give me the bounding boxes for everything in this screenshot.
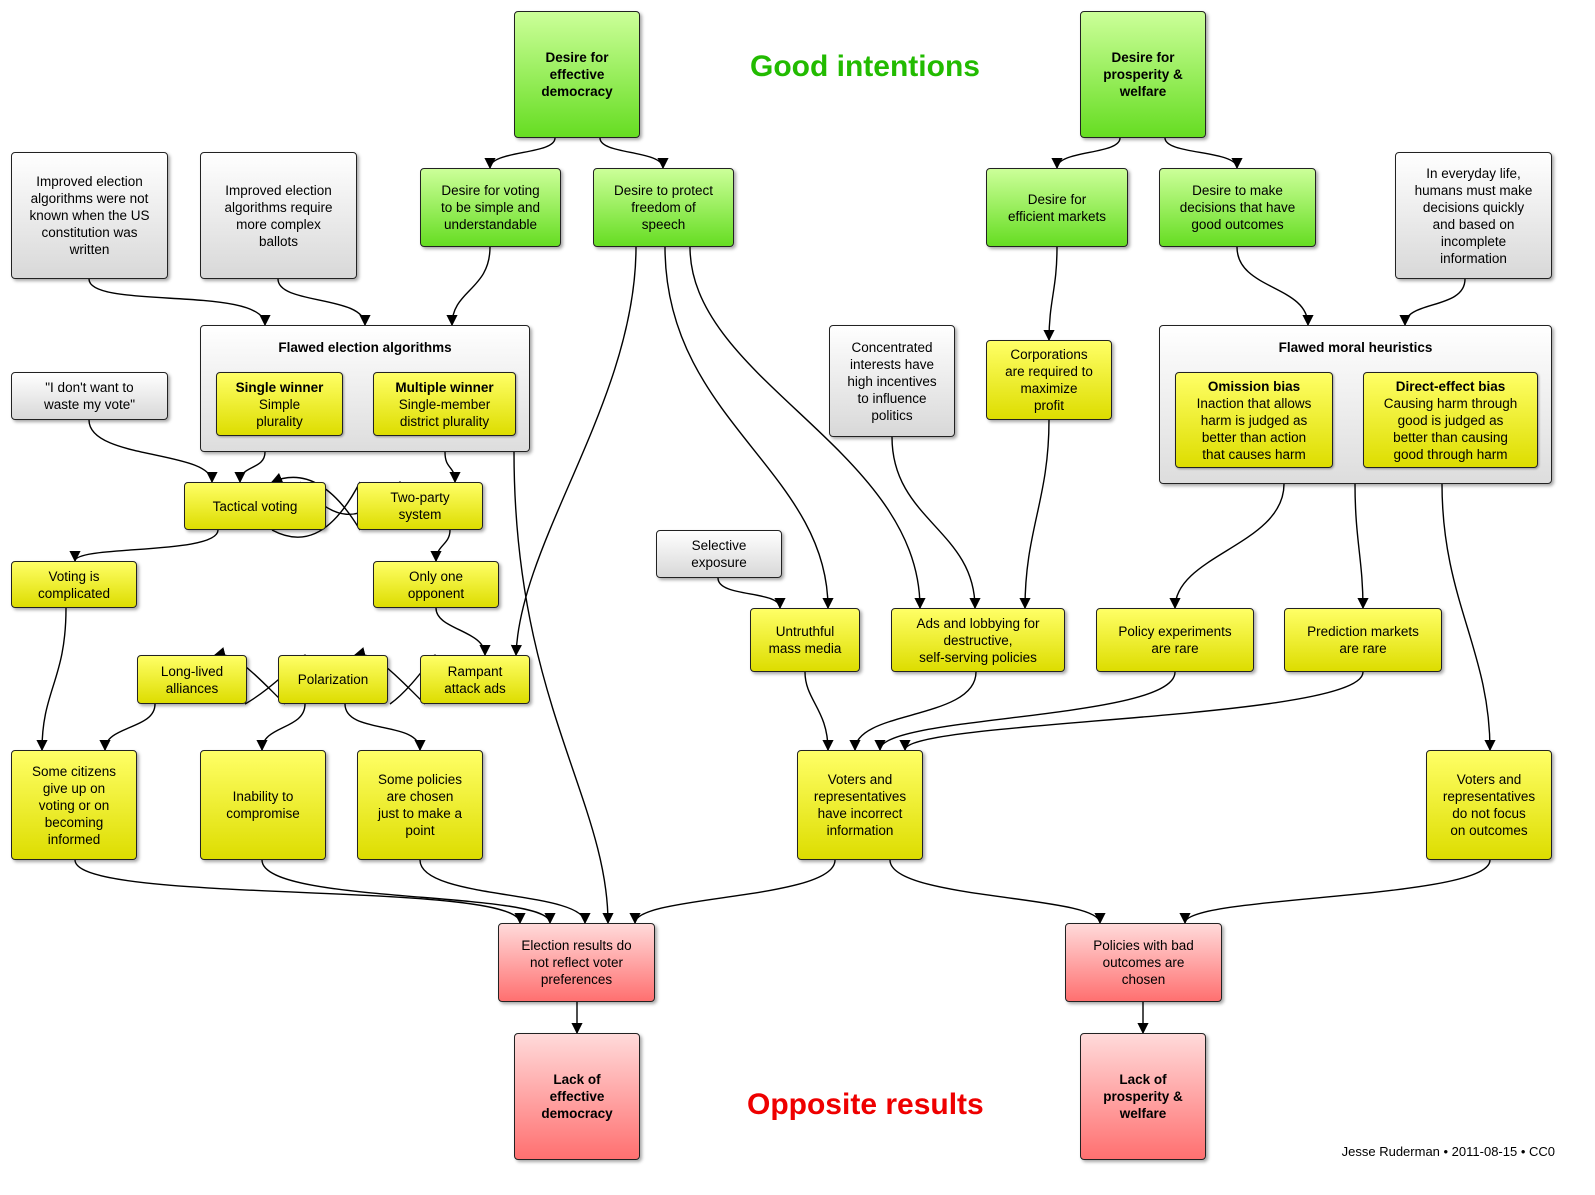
edge: [430, 529, 451, 563]
edge: [444, 451, 461, 484]
edge: [234, 451, 266, 484]
edge: [717, 577, 786, 610]
edge: [277, 278, 371, 327]
edge: [1236, 246, 1314, 327]
edge: [889, 859, 1106, 925]
sub-body: Single-member district plurality: [398, 396, 491, 429]
edge: [446, 246, 491, 327]
sub-heading: Multiple winner: [395, 379, 494, 395]
node-voting-complicated: Voting is complicated: [11, 561, 137, 608]
node-untruthful-mass-media: Untruthful mass media: [750, 608, 860, 672]
node-prediction-markets: Prediction markets are rare: [1284, 608, 1442, 672]
edge: [629, 859, 836, 925]
node-lack-democracy: Lack of effective democracy: [514, 1033, 640, 1160]
group-title: Flawed moral heuristics: [1278, 340, 1433, 355]
edge: [513, 451, 614, 925]
sub-heading: Omission bias: [1207, 378, 1301, 394]
node-concentrated-interests: Concentrated interests have high incenti…: [829, 325, 955, 437]
edge: [344, 703, 426, 752]
edge: [899, 671, 1364, 752]
edge: [664, 246, 834, 610]
node-desire-democracy: Desire for effective democracy: [514, 11, 640, 138]
edge: [88, 278, 271, 327]
sub-multiple-winner: Multiple winner Single-member district p…: [373, 372, 516, 436]
node-bad-policies: Policies with bad outcomes are chosen: [1065, 923, 1222, 1002]
node-voting-simple: Desire for voting to be simple and under…: [420, 168, 561, 247]
node-make-a-point: Some policies are chosen just to make a …: [357, 750, 483, 860]
credit-line: Jesse Ruderman • 2011-08-15 • CC0: [1341, 1144, 1555, 1159]
edge: [484, 137, 556, 170]
edge: [213, 647, 286, 705]
edge: [1051, 137, 1121, 170]
edge: [1164, 137, 1243, 170]
edge: [1354, 483, 1369, 610]
sub-heading: Single winner: [235, 379, 324, 395]
node-incorrect-information: Voters and representatives have incorrec…: [797, 750, 923, 860]
edge: [1043, 246, 1058, 342]
edge: [69, 529, 219, 563]
edge: [1179, 859, 1491, 925]
edge: [1399, 278, 1466, 327]
node-polarization: Polarization: [278, 655, 388, 704]
node-tactical-voting: Tactical voting: [184, 482, 326, 530]
sub-body: Simple plurality: [256, 396, 303, 429]
group-flawed-election-algorithms: Flawed election algorithms Single winner…: [200, 325, 530, 452]
group-flawed-moral-heuristics: Flawed moral heuristics Omission bias In…: [1159, 325, 1552, 484]
node-only-one-opponent: Only one opponent: [373, 561, 499, 608]
node-inability-compromise: Inability to compromise: [200, 750, 326, 860]
edge: [849, 671, 977, 752]
node-policy-experiments: Policy experiments are rare: [1096, 608, 1254, 672]
node-give-up: Some citizens give up on voting or on be…: [11, 750, 137, 860]
node-efficient-markets: Desire for efficient markets: [986, 168, 1128, 247]
sub-direct-effect-bias: Direct-effect bias Causing harm through …: [1363, 372, 1538, 468]
sub-omission-bias: Omission bias Inaction that allows harm …: [1175, 372, 1333, 468]
sub-body: Causing harm through good is judged as b…: [1383, 395, 1518, 462]
node-waste-vote: "I don't want to waste my vote": [11, 372, 168, 420]
opposite-results-heading: Opposite results: [747, 1088, 984, 1121]
edge: [874, 671, 1176, 752]
good-intentions-heading: Good intentions: [750, 50, 980, 83]
node-long-lived-alliances: Long-lived alliances: [137, 655, 247, 704]
node-improved-not-known: Improved election algorithms were not kn…: [11, 152, 168, 279]
node-corporations: Corporations are required to maximize pr…: [986, 340, 1112, 420]
edge: [88, 419, 218, 484]
edge: [1019, 419, 1050, 610]
node-improved-complex: Improved election algorithms require mor…: [200, 152, 357, 279]
node-no-focus-outcomes: Voters and representatives do not focus …: [1426, 750, 1552, 860]
edge: [510, 246, 637, 657]
edge: [74, 859, 526, 925]
edge: [1169, 483, 1285, 610]
node-lack-prosperity: Lack of prosperity & welfare: [1080, 1033, 1206, 1160]
edge: [256, 703, 306, 752]
node-free-speech: Desire to protect freedom of speech: [593, 168, 734, 247]
node-ads-lobbying: Ads and lobbying for destructive, self-s…: [891, 608, 1065, 672]
sub-single-winner: Single winner Simple plurality: [216, 372, 343, 436]
node-desire-prosperity: Desire for prosperity & welfare: [1080, 11, 1206, 138]
edge: [599, 137, 669, 170]
edge: [261, 859, 556, 925]
edge: [804, 671, 834, 752]
node-selective-exposure: Selective exposure: [656, 530, 782, 578]
node-everyday-life: In everyday life, humans must make decis…: [1395, 152, 1552, 279]
sub-heading: Direct-effect bias: [1395, 378, 1506, 394]
edge: [99, 703, 156, 752]
edge: [689, 246, 926, 610]
node-good-outcomes: Desire to make decisions that have good …: [1159, 168, 1316, 247]
edge: [36, 607, 67, 752]
node-two-party-system: Two-party system: [357, 482, 483, 530]
group-title: Flawed election algorithms: [278, 340, 452, 355]
edge: [353, 647, 426, 705]
edge: [419, 859, 591, 925]
edge: [891, 436, 981, 610]
node-rampant-attack-ads: Rampant attack ads: [420, 655, 530, 704]
node-election-results: Election results do not reflect voter pr…: [498, 923, 655, 1002]
edge: [435, 607, 491, 657]
sub-body: Inaction that allows harm is judged as b…: [1196, 395, 1312, 462]
edge: [271, 481, 361, 538]
edge: [1441, 483, 1496, 752]
